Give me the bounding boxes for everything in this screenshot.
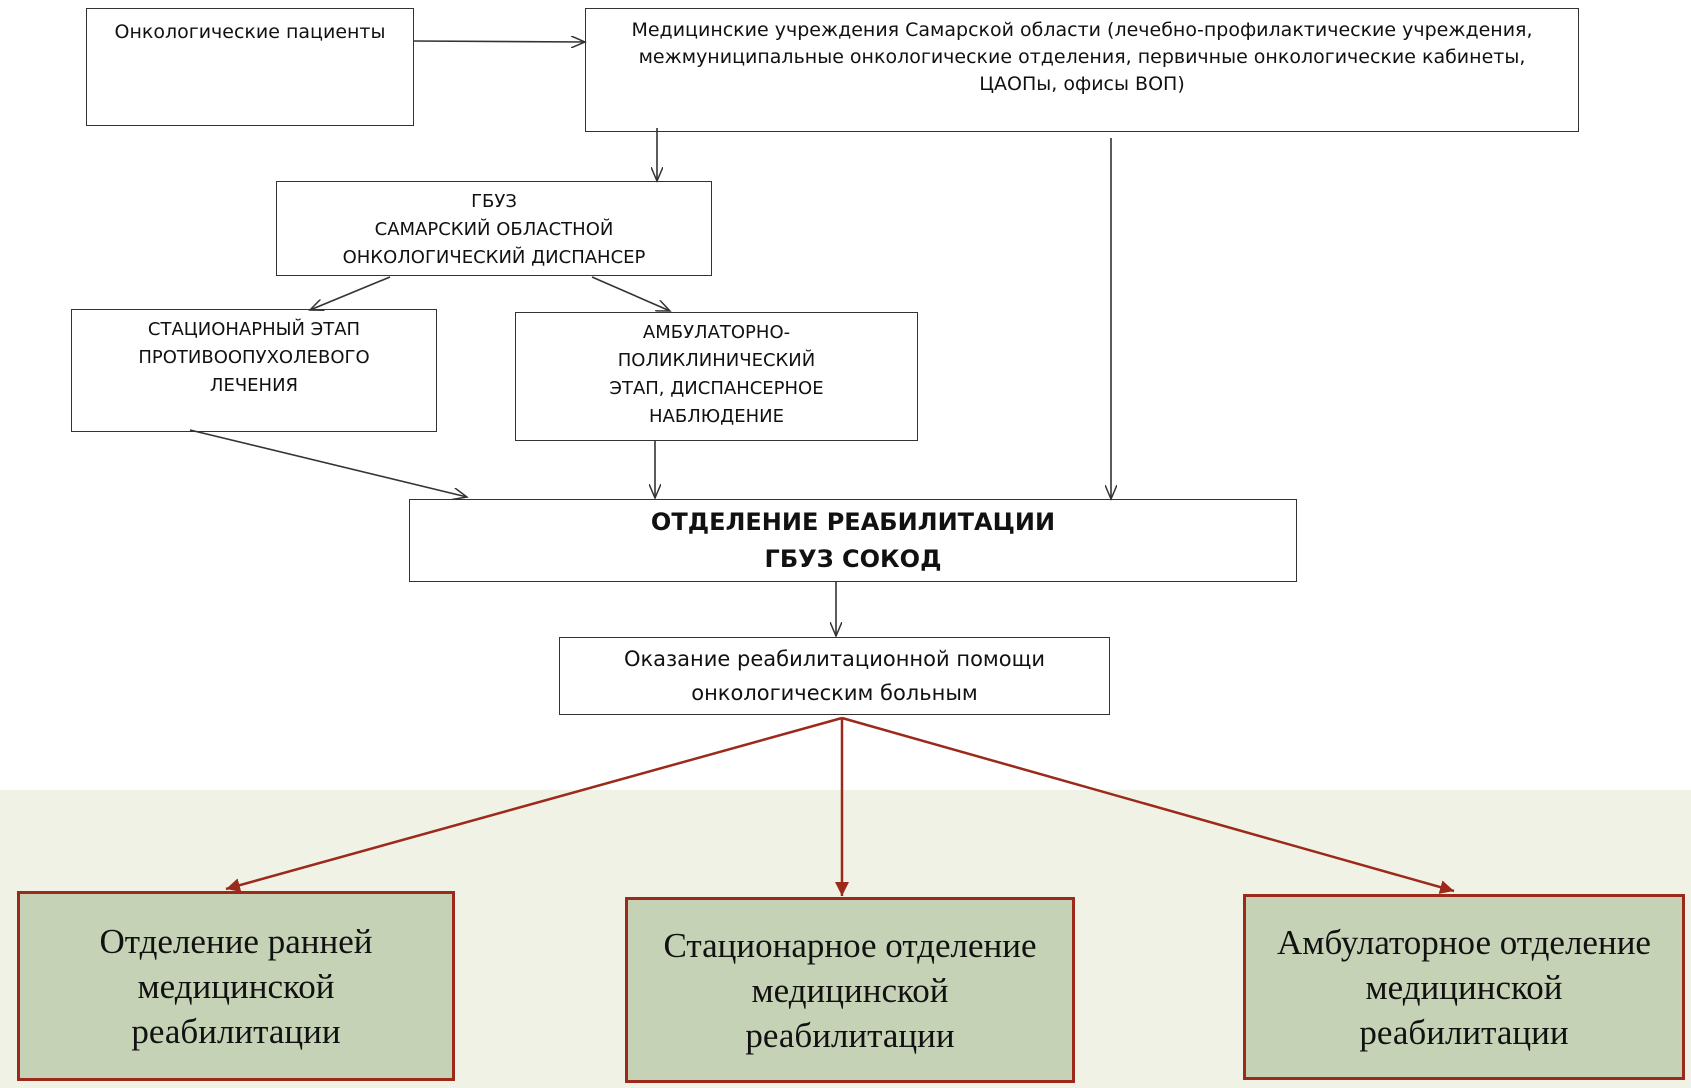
arrow-dispensary-to-inpatient (310, 276, 391, 310)
arrow-help-to-early-rehab (225, 716, 843, 893)
node-early-rehabilitation: Отделение ранней медицинской реабилитаци… (17, 891, 455, 1081)
node-rehabilitation-help: Оказание реабилитационной помощи онколог… (559, 637, 1110, 715)
arrow-inpatient-to-rehab-dept (189, 429, 467, 497)
arrow-patients-to-institutions (413, 41, 585, 42)
node-oncology-patients: Онкологические пациенты (86, 8, 414, 126)
node-outpatient-stage: АМБУЛАТОРНО- ПОЛИКЛИНИЧЕСКИЙ ЭТАП, ДИСПА… (515, 312, 918, 441)
arrow-help-to-outpatient-rehab (841, 716, 1455, 894)
node-inpatient-stage: СТАЦИОНАРНЫЙ ЭТАП ПРОТИВООПУХОЛЕВОГО ЛЕЧ… (71, 309, 437, 432)
arrow-dispensary-to-outpatient (591, 276, 670, 311)
node-medical-institutions: Медицинские учреждения Самарской области… (585, 8, 1579, 132)
node-inpatient-rehabilitation: Стационарное отделение медицинской реаби… (625, 897, 1075, 1083)
node-outpatient-rehabilitation: Амбулаторное отделение медицинской реаби… (1243, 894, 1685, 1080)
node-rehabilitation-department: ОТДЕЛЕНИЕ РЕАБИЛИТАЦИИ ГБУЗ СОКОД (409, 499, 1297, 582)
node-oncology-dispensary: ГБУЗ САМАРСКИЙ ОБЛАСТНОЙ ОНКОЛОГИЧЕСКИЙ … (276, 181, 712, 276)
